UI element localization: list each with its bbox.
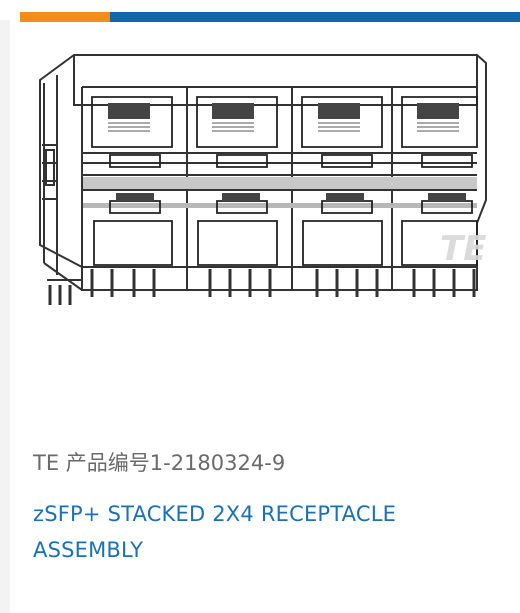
part-number: TE 产品编号1-2180324-9 [33, 451, 286, 475]
product-image[interactable]: TE [22, 35, 512, 335]
accent-bar-orange [20, 12, 110, 22]
accent-bar-blue [110, 12, 520, 22]
product-title-link[interactable]: zSFP+ STACKED 2X4 RECEPTACLE ASSEMBLY [33, 502, 397, 562]
image-watermark: TE [440, 229, 486, 269]
stacked-receptacle-drawing-icon: TE [39, 54, 487, 305]
card-left-rule [0, 20, 10, 613]
accent-bar [20, 12, 520, 22]
